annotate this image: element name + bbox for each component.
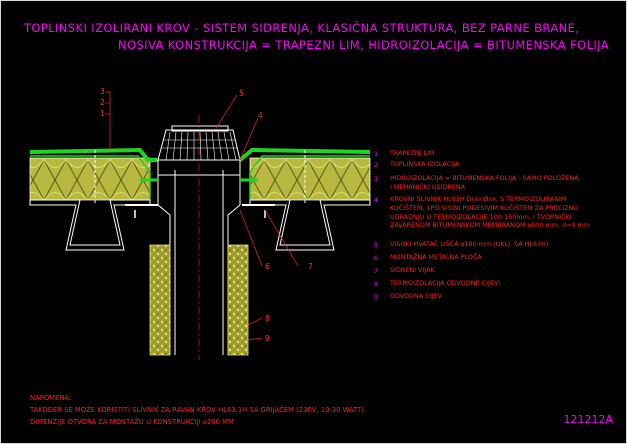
note-line-1: TAKOĐER SE MOŽE KORISTITI SLIVNIK ZA RAV… xyxy=(30,406,367,414)
title-line-2: NOSIVA KONSTRUKCIJA = TRAPEZNI LIM, HIDR… xyxy=(118,38,610,52)
legend-text-3: HIDROIZOLACIJA = BITUMENSKA FOLIJA - SAM… xyxy=(390,174,579,191)
legend-text-4: KROVNI SLIVNIK HL63H DrainBox, S TERMOIZ… xyxy=(390,195,591,230)
callout-7: 7 xyxy=(308,262,313,271)
callout-5: 5 xyxy=(239,89,244,98)
legend-num-4: 4 xyxy=(374,196,378,204)
callout-6: 6 xyxy=(265,262,270,271)
legend-num-7: 7 xyxy=(374,267,378,275)
legend-text-9: ODVODNA CIJEV xyxy=(390,292,442,300)
callout-9: 9 xyxy=(265,334,270,343)
legend-text-8: TERMOIZOLACIJA ODVODNE CIJEVI xyxy=(390,279,501,287)
legend-text-7: SIDRENI VIJAK xyxy=(390,266,435,274)
legend-num-6: 6 xyxy=(374,254,378,262)
legend-text-5: VISOKI HVATAČ LIŠĆA ⌀180 mm (UKLJ. SA HL… xyxy=(390,240,549,248)
legend-text-1: TRAPEZNI LIM xyxy=(390,149,435,157)
callout-3: 3 xyxy=(100,87,105,96)
legend-num-5: 5 xyxy=(374,241,378,249)
legend-num-2: 2 xyxy=(374,161,378,169)
note-line-2: DIMENZIJE OTVORA ZA MONTAŽU U KONSTRUKCI… xyxy=(30,418,234,426)
drawing-code: 121212A xyxy=(563,413,613,426)
callout-8: 8 xyxy=(265,314,270,323)
callout-2: 2 xyxy=(100,98,105,107)
legend-text-2: TOPLINSKA IZOLACIJA xyxy=(390,160,460,168)
title-line-1: TOPLINSKI IZOLIRANI KROV - SISTEM SIDREN… xyxy=(24,21,580,35)
legend-num-1: 1 xyxy=(374,150,378,158)
callout-4: 4 xyxy=(258,111,263,120)
legend-num-3: 3 xyxy=(374,175,378,183)
legend-text-6: MONTAŽNA METALNA PLOČA xyxy=(390,253,482,261)
note-heading: NAPOMENA: xyxy=(30,394,72,402)
legend-num-9: 9 xyxy=(374,293,378,301)
legend-num-8: 8 xyxy=(374,280,378,288)
callout-1: 1 xyxy=(100,109,105,118)
